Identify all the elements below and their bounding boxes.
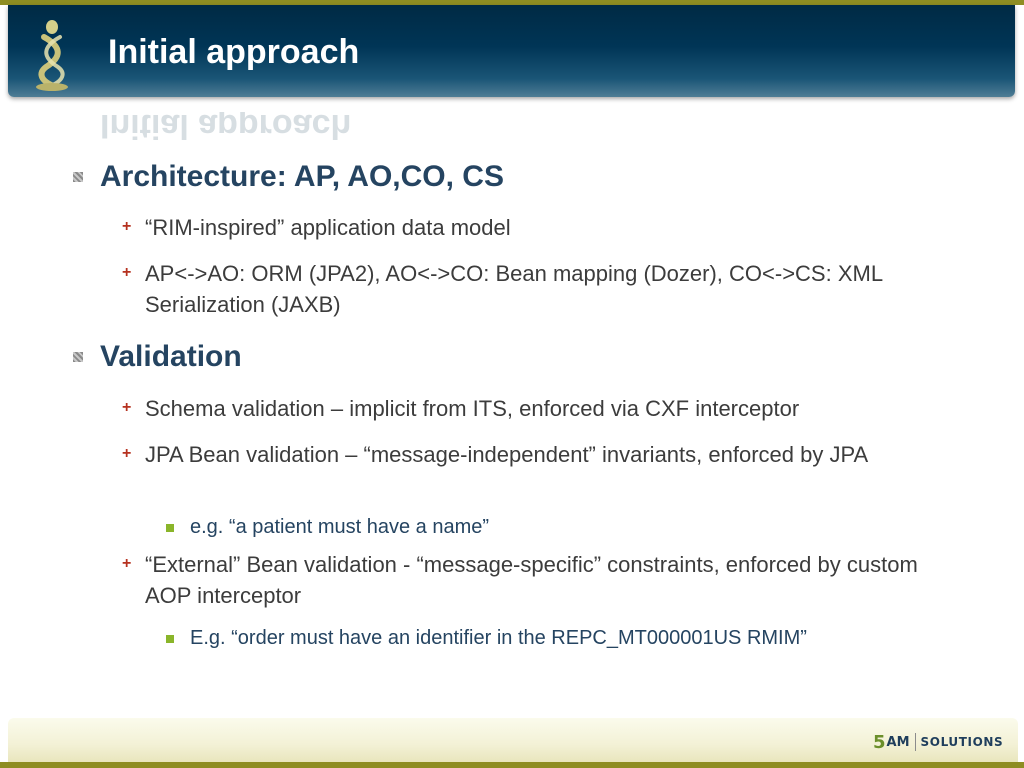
bullet-schema-validation: Schema validation – implicit from ITS, e… [145, 396, 800, 421]
brand-five: 5 [873, 731, 886, 753]
brand-separator [914, 733, 916, 751]
bullet-order-identifier-example: E.g. “order must have an identifier in t… [190, 627, 807, 649]
bullet-rim-inspired: “RIM-inspired” application data model [145, 215, 511, 240]
bullet-validation: Validation [100, 340, 242, 373]
slide-footer [8, 718, 1018, 762]
level2-bullet-icon: + [122, 399, 132, 416]
level3-bullet-icon [166, 524, 174, 532]
dna-figure-icon [36, 20, 68, 91]
company-logo: 5 AM SOLUTIONS [873, 731, 1003, 753]
slide-header: Initial approach [8, 5, 1015, 97]
level1-bullet-icon [73, 352, 83, 362]
level2-bullet-icon: + [122, 445, 132, 462]
level2-bullet-icon: + [122, 264, 132, 281]
brand-am: AM [886, 734, 910, 750]
bullet-jpa-bean-validation: JPA Bean validation – “message-independe… [145, 442, 869, 467]
level2-bullet-icon: + [122, 555, 132, 572]
brand-solutions: SOLUTIONS [920, 735, 1004, 749]
bullet-external-bean-validation: “External” Bean validation - “message-sp… [145, 552, 918, 608]
level3-bullet-icon [166, 635, 174, 643]
top-accent-rule [0, 0, 1024, 5]
bullet-mapping-layers: AP<->AO: ORM (JPA2), AO<->CO: Bean mappi… [145, 261, 883, 317]
bullet-patient-name-example: e.g. “a patient must have a name” [190, 516, 490, 538]
title-reflection: Initial approach [100, 112, 352, 140]
slide-title: Initial approach [108, 33, 360, 71]
level1-bullet-icon [73, 172, 83, 182]
bottom-accent-rule [0, 762, 1024, 768]
bullet-architecture: Architecture: AP, AO,CO, CS [100, 160, 504, 193]
level2-bullet-icon: + [122, 218, 132, 235]
